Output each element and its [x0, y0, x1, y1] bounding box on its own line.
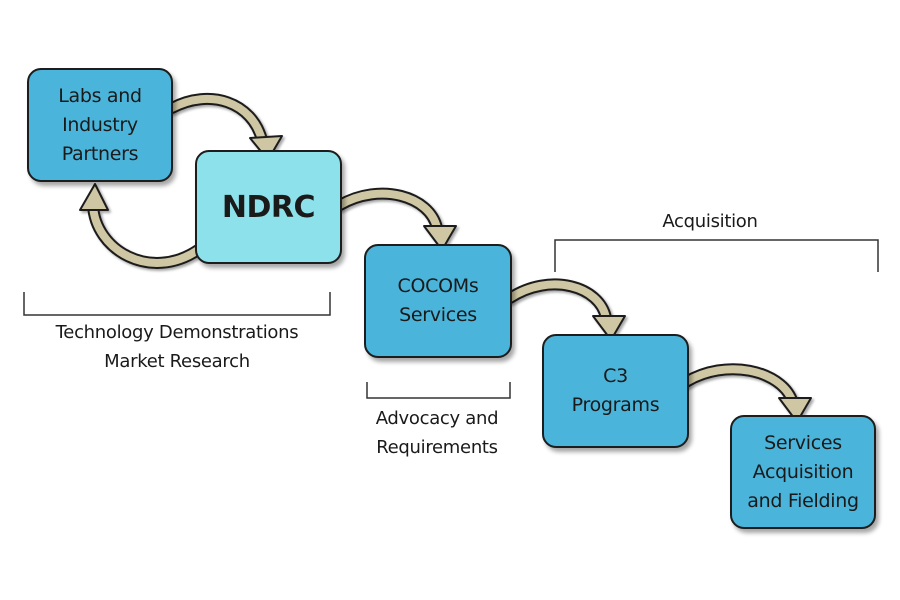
bracket-advocacy — [366, 382, 511, 399]
node-services-line-2: Acquisition — [752, 460, 854, 483]
caption-advocacy-line-1: Advocacy and — [375, 408, 499, 429]
node-c3-line-1: C3 — [603, 365, 628, 387]
caption-acquisition-line-1: Acquisition — [662, 211, 758, 232]
caption-tech-demo: Technology Demonstrations Market Researc… — [24, 318, 330, 376]
node-services-line-1: Services — [764, 431, 842, 454]
node-labs-industry-partners: Labs and Industry Partners — [27, 68, 173, 182]
arrow-cocoms-to-c3 — [504, 278, 626, 341]
caption-tech-demo-line-1: Technology Demonstrations — [55, 322, 299, 343]
arrow-ndrc-to-cocoms — [334, 187, 457, 251]
node-cocoms-services: COCOMs Services — [364, 244, 512, 358]
node-labs-line-2: Industry — [62, 113, 138, 136]
node-c3-line-2: Programs — [571, 394, 660, 416]
caption-tech-demo-line-2: Market Research — [104, 351, 250, 372]
node-c3-programs: C3 Programs — [542, 334, 689, 448]
caption-advocacy: Advocacy and Requirements — [357, 404, 517, 462]
caption-advocacy-line-2: Requirements — [376, 437, 498, 458]
arrow-labs-to-ndrc — [166, 92, 283, 161]
node-services-line-3: and Fielding — [747, 489, 859, 512]
node-services-acquisition-fielding: Services Acquisition and Fielding — [730, 415, 876, 529]
arrow-ndrc-to-labs — [79, 183, 204, 269]
node-labs-line-1: Labs and — [58, 84, 142, 107]
node-labs-line-3: Partners — [61, 142, 139, 165]
node-ndrc-label: NDRC — [221, 189, 316, 225]
bracket-acquisition — [554, 239, 879, 272]
caption-acquisition: Acquisition — [640, 207, 780, 236]
bracket-tech-demo — [23, 292, 331, 316]
node-ndrc: NDRC — [195, 150, 342, 264]
node-cocoms-line-1: COCOMs — [397, 275, 479, 297]
arrow-c3-to-services — [680, 363, 812, 423]
node-cocoms-line-2: Services — [399, 304, 477, 326]
